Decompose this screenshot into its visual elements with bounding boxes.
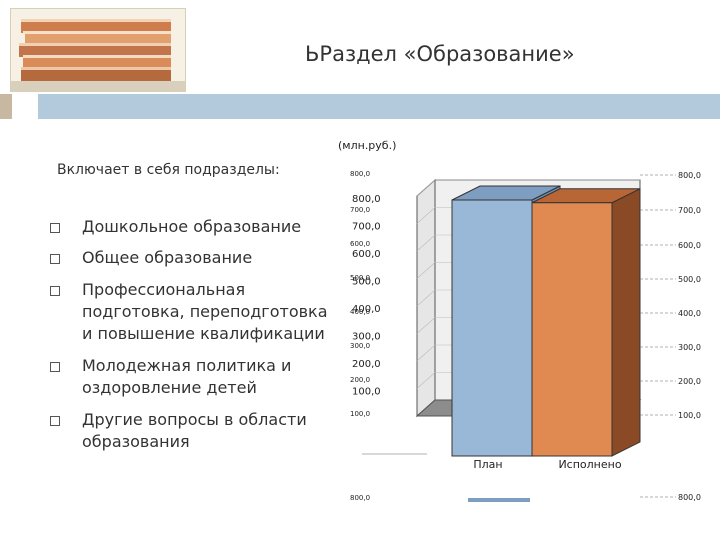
bar-plan (451, 199, 533, 457)
chart-tick-label: 300,0 (352, 332, 381, 343)
chart-tick-label: 700,0 (352, 222, 381, 233)
bar-executed (531, 202, 613, 457)
list-item: Общее образование (50, 247, 340, 269)
checkbox-bullet-icon (50, 416, 60, 426)
chart-back-tick-label: 500,0 (350, 274, 370, 282)
chart-right-tick-label: 100,0 (678, 411, 701, 420)
list-item: Дошкольное образование (50, 216, 340, 238)
list-item: Другие вопросы в области образования (50, 409, 340, 453)
list-item: Профессиональная подготовка, переподгото… (50, 279, 340, 345)
money-stack-photo (10, 8, 186, 92)
chart-tick-label: 400,0 (352, 304, 381, 315)
chart-category-label: План (473, 458, 502, 471)
slide-title: ЬРаздел «Образование» (305, 42, 575, 66)
chart-right-tick-label: 600,0 (678, 241, 701, 250)
chart-right-tick-label: 300,0 (678, 343, 701, 352)
chart-gridline (416, 179, 436, 197)
units-label: (млн.руб.) (338, 139, 397, 152)
chart-back-tick-label: 300,0 (350, 342, 370, 350)
chart-gridline (416, 207, 436, 224)
chart-back-tick-label: 800,0 (350, 494, 370, 502)
checkbox-bullet-icon (50, 362, 60, 372)
decorative-bar-left (0, 94, 12, 119)
chart-right-tick-label: 800,0 (678, 171, 701, 180)
chart-category-label: Исполнено (558, 458, 621, 471)
chart-gridline (416, 262, 436, 279)
chart-gridline (416, 234, 436, 252)
chart-tick-label: 800,0 (352, 194, 381, 205)
chart-right-tick-label: 200,0 (678, 377, 701, 386)
checkbox-bullet-icon (50, 254, 60, 264)
chart-right-tick-label: 700,0 (678, 206, 701, 215)
list-item-label: Молодежная политика и оздоровление детей (82, 356, 292, 397)
chart-right-tick-label: 400,0 (678, 309, 701, 318)
chart-tick-label: 100,0 (352, 387, 381, 398)
chart-right-tick-label: 500,0 (678, 275, 701, 284)
chart-gridline (416, 317, 436, 334)
chart-back-tick-label: 600,0 (350, 240, 370, 248)
chart-back-tick-label: 700,0 (350, 206, 370, 214)
chart-back-tick-label: 200,0 (350, 376, 370, 384)
chart-gridline (416, 372, 436, 389)
checkbox-bullet-icon (50, 223, 60, 233)
chart-right-tick-label: 800,0 (678, 493, 701, 502)
checkbox-bullet-icon (50, 286, 60, 296)
list-item-label: Другие вопросы в области образования (82, 410, 307, 451)
chart-legend-swatch (468, 498, 530, 502)
chart-back-tick-label: 100,0 (350, 410, 370, 418)
chart-back-tick-label: 800,0 (350, 170, 370, 178)
chart-back-tick-label: 400,0 (350, 308, 370, 316)
chart-tick-label: 600,0 (352, 249, 381, 260)
list-item-label: Дошкольное образование (82, 217, 302, 236)
chart-gridline (416, 344, 436, 362)
decorative-bar (38, 94, 720, 119)
subsection-list: Дошкольное образование Общее образование… (50, 216, 340, 453)
chart-gridline (416, 289, 436, 307)
list-item-label: Общее образование (82, 248, 253, 267)
chart-tick-label: 500,0 (352, 277, 381, 288)
bar-executed-side (611, 187, 641, 457)
list-item: Молодежная политика и оздоровление детей (50, 355, 340, 399)
intro-text: Включает в себя подразделы: (57, 162, 280, 178)
list-item-label: Профессиональная подготовка, переподгото… (82, 280, 328, 343)
chart-tick-label: 200,0 (352, 359, 381, 370)
